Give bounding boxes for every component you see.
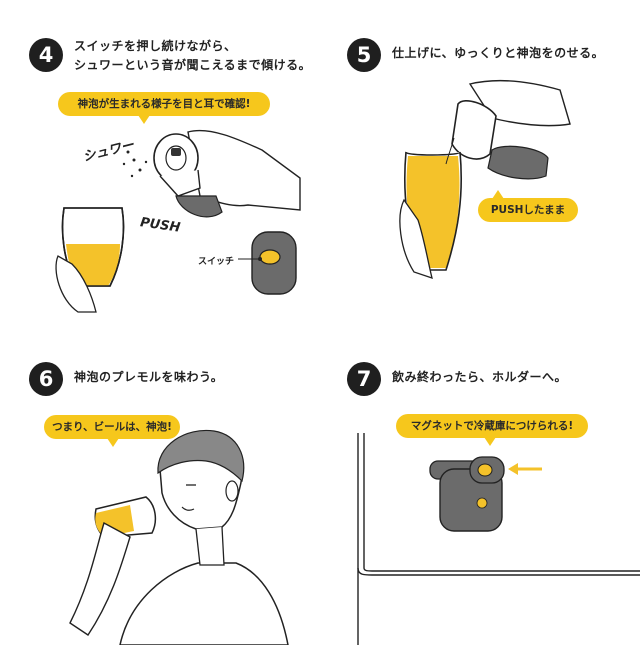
arrow-left-icon [508, 463, 542, 475]
step-number-badge: 4 [29, 38, 63, 72]
tip-bubble: 神泡が生まれる様子を目と耳で確認! [58, 92, 270, 124]
beer-glass-icon [55, 207, 125, 313]
tip-bubble: つまり、ビールは、神泡! [44, 415, 180, 447]
pour-illustration [55, 129, 301, 313]
server-device-icon [238, 231, 297, 295]
finish-pour-illustration [399, 79, 571, 279]
drinking-man-illustration [69, 429, 289, 645]
step-7-panel: 7 飲み終わったら、ホルダーへ。 マグネットで冷蔵庫につけられる! [320, 323, 640, 645]
step-instruction-line1: 飲み終わったら、ホルダーへ。 [392, 370, 568, 384]
holder-illustration [357, 433, 640, 645]
step-instruction-line2: シュワーという音が聞こえるまで傾ける。 [74, 58, 312, 72]
step-instruction-line1: 神泡のプレモルを味わう。 [74, 370, 224, 384]
step-number-badge: 7 [347, 362, 381, 396]
step-6-panel: 6 神泡のプレモルを味わう。 つまり、ビールは、神泡! [0, 323, 320, 645]
step-5-panel: 5 仕上げに、ゆっくりと神泡をのせる。 PUSHしたまま [320, 0, 640, 322]
tip-bubble: マグネットで冷蔵庫につけられる! [396, 414, 588, 446]
step-number-badge: 5 [347, 38, 381, 72]
step-4-panel: 4 スイッチを押し続けながら、 シュワーという音が聞こえるまで傾ける。 神泡が生… [0, 0, 320, 322]
step-instruction-line1: スイッチを押し続けながら、 [74, 39, 237, 53]
switch-label: スイッチ [198, 257, 235, 267]
step-instruction-line1: 仕上げに、ゆっくりと神泡をのせる。 [392, 46, 605, 60]
device-holder-icon [429, 456, 505, 532]
beer-can-icon [153, 133, 201, 197]
tip-bubble: PUSHしたまま [478, 190, 578, 222]
step-number-badge: 6 [29, 362, 63, 396]
